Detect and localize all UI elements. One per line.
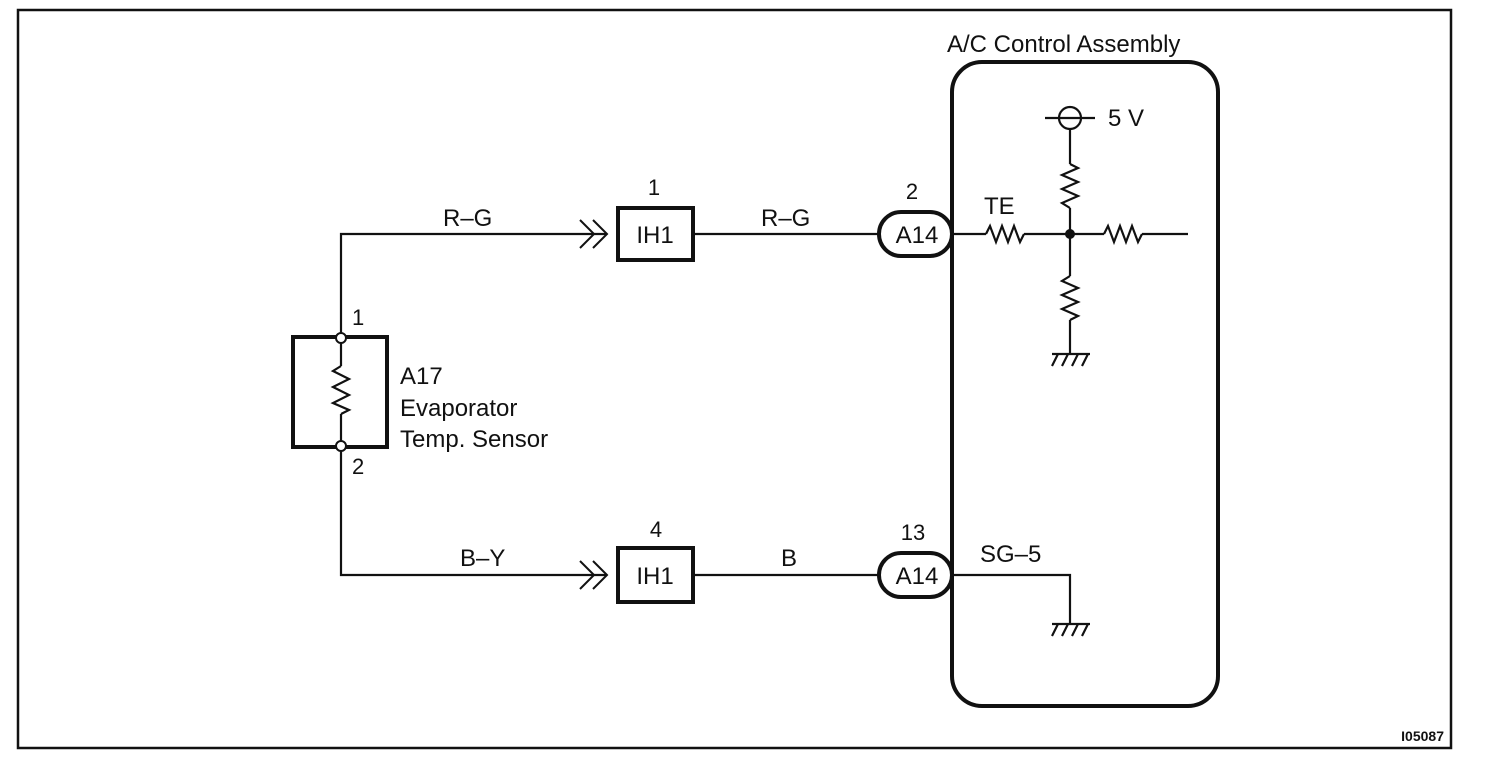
sensor-resistor-symbol [330, 365, 352, 415]
figure-code: I05087 [1401, 728, 1444, 744]
ac-control-assembly: A/C Control Assembly [947, 31, 1220, 708]
sensor-id: A17 [400, 363, 443, 390]
sensor-name-line2: Temp. Sensor [400, 426, 548, 453]
bottom-connector-pin: 13 [901, 520, 925, 545]
top-connector-arrow-icon [579, 219, 596, 249]
bottom-wire-out-label: B [781, 545, 797, 572]
diagram-frame [16, 8, 1453, 750]
te-resistor-symbol [985, 222, 1025, 246]
bottom-connector-name: A14 [896, 563, 939, 590]
pullup-resistor-symbol [1059, 163, 1081, 209]
top-wire-sensor-to-ih1 [339, 232, 607, 333]
top-connector-name: A14 [896, 222, 939, 249]
sensor-pin-2-label: 2 [352, 454, 364, 479]
ac-control-assembly-title: A/C Control Assembly [947, 31, 1180, 58]
sensor-name-line1: Evaporator [400, 395, 517, 422]
pulldown-resistor-symbol [1059, 275, 1081, 321]
ground-icon [1051, 352, 1090, 367]
pullout-resistor-symbol [1103, 222, 1143, 246]
top-junction-pin: 1 [648, 175, 660, 200]
bottom-junction-name: IH1 [636, 563, 673, 590]
evaporator-temp-sensor: 1 2 A17 Evaporator Temp. Sensor [291, 305, 548, 479]
te-terminal-label: TE [984, 193, 1015, 220]
bottom-wire-sensor-to-ih1 [339, 451, 607, 577]
top-circuit: R–G IH1 1 R–G A14 2 TE 5 V [339, 105, 1188, 367]
bottom-circuit: B–Y IH1 4 B A14 13 SG–5 [339, 451, 1090, 637]
sensor-pin-2-terminal [335, 440, 347, 452]
bottom-junction-pin: 4 [650, 517, 662, 542]
supply-voltage-label: 5 V [1108, 105, 1144, 132]
ground-icon [1051, 622, 1090, 637]
bottom-connector-arrow-icon [579, 560, 596, 590]
bottom-wire-in-label: B–Y [460, 545, 505, 572]
ac-control-assembly-box [950, 60, 1220, 708]
top-junction-name: IH1 [636, 222, 673, 249]
top-wire-out-label: R–G [761, 205, 810, 232]
sensor-pin-1-terminal [335, 332, 347, 344]
sensor-pin-1-label: 1 [352, 305, 364, 330]
top-wire-in-label: R–G [443, 205, 492, 232]
sg5-ground-wire [952, 573, 1072, 624]
top-connector-pin: 2 [906, 179, 918, 204]
sg5-terminal-label: SG–5 [980, 541, 1041, 568]
